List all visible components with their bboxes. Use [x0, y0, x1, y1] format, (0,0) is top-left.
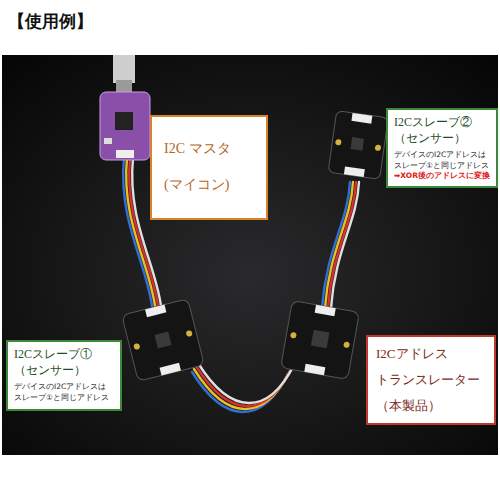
cable-sensor1-translator [192, 363, 294, 412]
sensor2-board [328, 111, 388, 180]
pcb [100, 92, 150, 160]
usb-cable [113, 55, 135, 83]
button [104, 138, 112, 144]
connector [344, 166, 365, 177]
connector [116, 150, 134, 158]
hole [186, 330, 193, 337]
translator-board [281, 301, 360, 380]
page-title: 【使用例】 [8, 10, 93, 33]
callout-box: I2Cスレーブ① （センサー） デバイスのI2Cアドレスは スレーブ①と同じアドレ… [6, 340, 122, 411]
chip [311, 330, 330, 349]
hole [343, 341, 350, 348]
connector [315, 305, 336, 316]
callout-note: ➡XOR後のアドレスに変換 [394, 171, 491, 181]
sensor1-board [122, 299, 204, 381]
wire [331, 182, 359, 308]
pcb [328, 111, 388, 180]
chip [155, 332, 172, 349]
master-board [100, 92, 150, 160]
wire [196, 366, 292, 406]
callout-note: デバイスのI2Cアドレスは スレーブ①と同じアドレス [14, 382, 115, 402]
connector [351, 113, 372, 124]
cable-translator-sensor2 [322, 182, 359, 308]
connector [145, 305, 166, 318]
chip [351, 137, 365, 151]
callout-heading: I2C マスタ (マイコン) [164, 131, 258, 204]
hole [375, 144, 382, 151]
wire [198, 363, 294, 403]
callout-box: I2C マスタ (マイコン) [150, 115, 268, 220]
connector [304, 364, 325, 375]
callout-heading: I2Cスレーブ② （センサー） [394, 114, 491, 146]
chip [115, 112, 133, 130]
pcb [281, 301, 360, 380]
connector [160, 363, 181, 376]
hole [335, 139, 342, 146]
pcb [122, 299, 204, 381]
callout-heading: I2Cアドレス トランスレーター （本製品） [376, 341, 488, 419]
hole [290, 332, 297, 339]
callout-box: I2Cアドレス トランスレーター （本製品） [366, 335, 496, 425]
hole [133, 343, 140, 350]
photo-background [2, 55, 498, 455]
callout-note: デバイスのI2Cアドレスは スレーブ①と同じアドレス [394, 150, 491, 170]
callout-box: I2Cスレーブ② （センサー） デバイスのI2Cアドレスは スレーブ①と同じアドレ… [386, 108, 498, 188]
callout-heading: I2Cスレーブ① （センサー） [14, 346, 115, 378]
